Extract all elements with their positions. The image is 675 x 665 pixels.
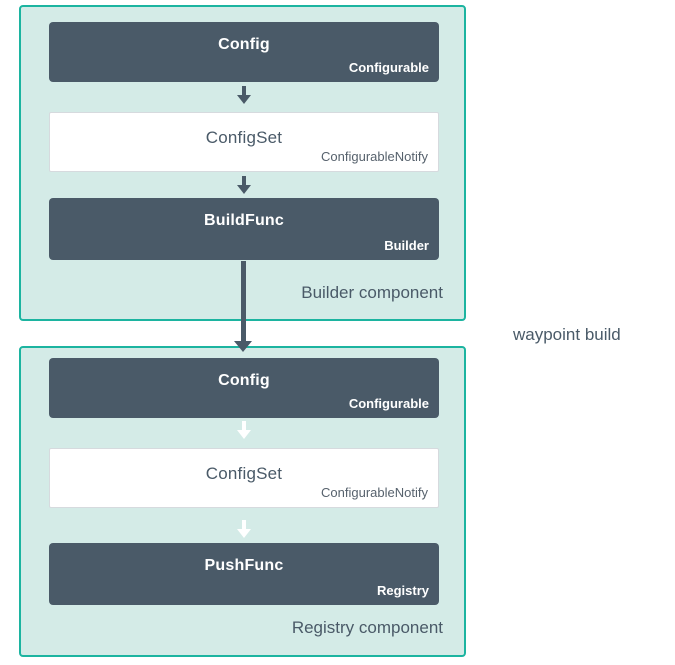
arrow-head	[234, 341, 252, 352]
node-interface-label: Configurable	[348, 60, 429, 75]
arrow-shaft	[242, 520, 246, 530]
node-interface-label: Builder	[384, 238, 429, 253]
connector-label: waypoint build	[513, 325, 621, 344]
builder-buildfunc-node: BuildFunc Builder	[49, 198, 439, 260]
arrow-shaft	[242, 421, 246, 431]
node-title: PushFunc	[204, 557, 284, 574]
arrow-shaft	[242, 86, 246, 96]
arrow-shaft	[242, 176, 246, 186]
flow-arrow-icon	[234, 261, 252, 352]
node-interface-label: Configurable	[348, 396, 429, 411]
arrow-shaft	[240, 261, 246, 342]
arrow-head	[237, 95, 251, 104]
node-title: BuildFunc	[203, 212, 284, 229]
builder-component-container: Config Configurable ConfigSet Configurab…	[19, 5, 466, 321]
arrow-down-icon	[237, 86, 251, 104]
arrow-down-icon	[237, 421, 251, 439]
arrow-down-icon	[237, 176, 251, 194]
node-title: Config	[218, 372, 270, 389]
builder-component-label: Builder component	[301, 283, 443, 302]
builder-config-node: Config Configurable	[49, 22, 439, 82]
node-interface-label: Registry	[376, 583, 429, 598]
node-interface-label: ConfigurableNotify	[321, 485, 428, 500]
node-title: ConfigSet	[205, 464, 283, 483]
node-interface-label: ConfigurableNotify	[321, 149, 428, 164]
node-title: Config	[218, 36, 270, 53]
builder-configset-node: ConfigSet ConfigurableNotify	[49, 112, 439, 172]
arrow-head	[237, 529, 251, 538]
arrow-head	[237, 185, 251, 194]
node-title: ConfigSet	[205, 128, 283, 147]
registry-config-node: Config Configurable	[49, 358, 439, 418]
registry-component-container: Config Configurable ConfigSet Configurab…	[19, 346, 466, 657]
arrow-head	[237, 430, 251, 439]
registry-configset-node: ConfigSet ConfigurableNotify	[49, 448, 439, 508]
registry-pushfunc-node: PushFunc Registry	[49, 543, 439, 605]
registry-component-label: Registry component	[291, 618, 443, 637]
arrow-down-icon	[237, 520, 251, 538]
